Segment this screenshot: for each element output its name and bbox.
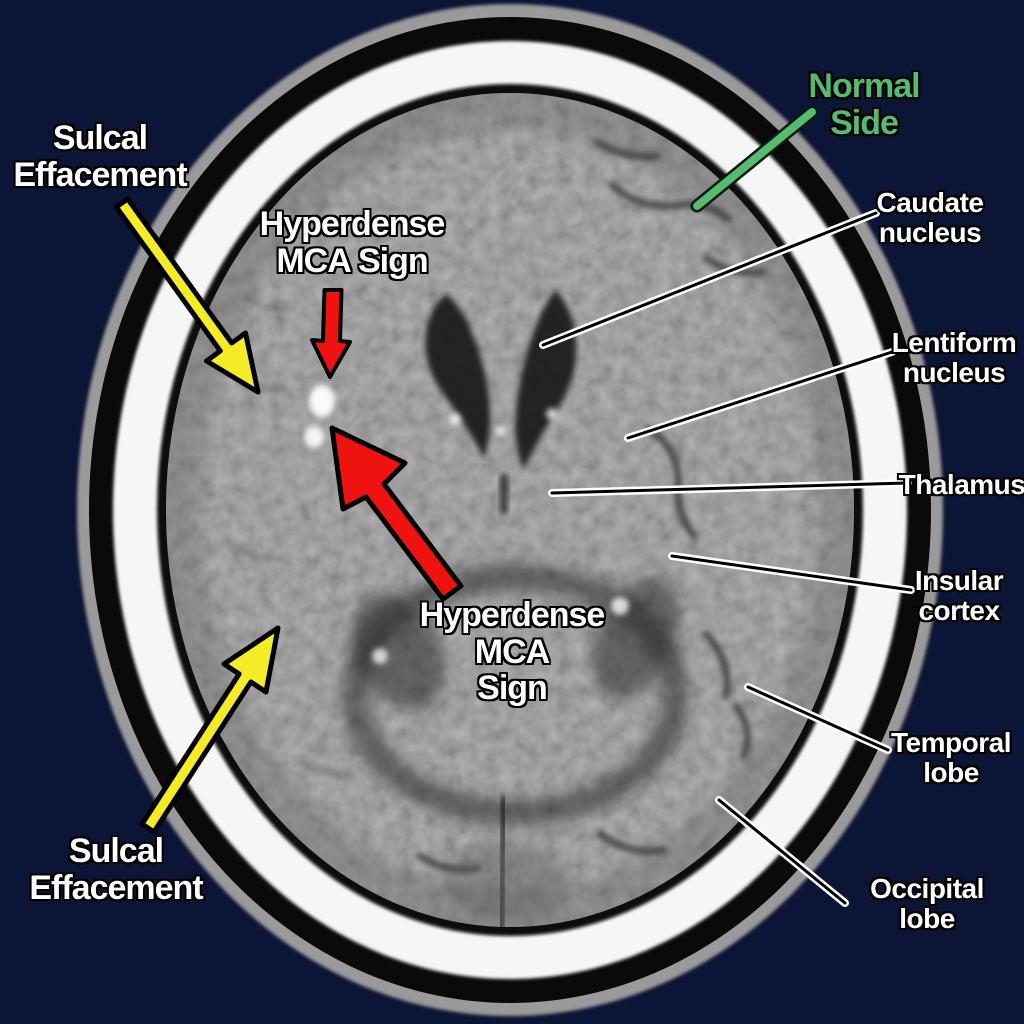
yellow-arrow-sulcal-bottom xyxy=(139,625,281,835)
label-line: Sign xyxy=(477,669,548,708)
label-line: Thalamus xyxy=(898,469,1024,500)
label-hyperdense-mca-center: Hyperdense MCA Sign xyxy=(419,596,606,708)
left-lateral-ventricle xyxy=(425,294,490,458)
label-line: Normal xyxy=(808,67,920,105)
pointer-line-thalamus xyxy=(548,479,912,497)
pointer-line-caudate xyxy=(539,209,880,349)
pointer-line-occipital xyxy=(715,796,849,907)
label-occipital-lobe: Occipital lobe xyxy=(870,873,984,935)
label-lentiform-nucleus: Lentiform nucleus xyxy=(891,327,1017,389)
label-line: MCA xyxy=(474,632,550,671)
label-line: Side xyxy=(830,103,899,142)
basal-cistern-ring xyxy=(342,564,688,826)
yellow-arrow-sulcal-top xyxy=(113,196,261,395)
label-temporal-lobe: Temporal lobe xyxy=(891,727,1011,789)
label-line: Effacement xyxy=(13,155,187,194)
label-line: Effacement xyxy=(29,868,203,907)
label-line: cortex xyxy=(918,595,1000,627)
label-line: Caudate xyxy=(876,187,984,218)
label-line: Hyperdense xyxy=(419,596,606,634)
label-line: Temporal xyxy=(891,727,1011,758)
label-hyperdense-mca-top: Hyperdense MCA Sign xyxy=(259,205,446,280)
pointer-line-temporal xyxy=(744,683,892,754)
label-insular-cortex: Insular cortex xyxy=(914,565,1004,627)
label-line: Lentiform xyxy=(891,327,1017,358)
label-line: Sulcal xyxy=(68,832,164,870)
third-ventricle xyxy=(500,474,508,514)
label-line: Hyperdense xyxy=(259,205,446,243)
label-line: MCA Sign xyxy=(276,241,428,280)
label-caudate-nucleus: Caudate nucleus xyxy=(876,187,984,249)
label-line: lobe xyxy=(899,903,955,935)
label-line: Insular xyxy=(914,565,1004,596)
label-normal-side: Normal Side xyxy=(808,67,920,142)
red-arrow-mca-large xyxy=(329,425,464,602)
pointer-line-lentiform xyxy=(624,348,896,442)
label-thalamus: Thalamus xyxy=(898,469,1024,500)
normal-side-line xyxy=(690,105,819,213)
pointer-line-insular xyxy=(668,552,915,594)
pointer-lines xyxy=(539,209,915,907)
label-line: Occipital xyxy=(870,873,984,904)
label-line: Sulcal xyxy=(52,119,148,157)
label-line: nucleus xyxy=(902,357,1006,389)
label-line: nucleus xyxy=(878,217,982,249)
label-sulcal-effacement-bottom: Sulcal Effacement xyxy=(29,832,203,907)
hyperdense-mca-spots xyxy=(304,385,629,664)
red-arrow-mca-small xyxy=(310,288,352,379)
label-line: lobe xyxy=(923,757,979,789)
label-sulcal-effacement-top: Sulcal Effacement xyxy=(13,119,187,194)
